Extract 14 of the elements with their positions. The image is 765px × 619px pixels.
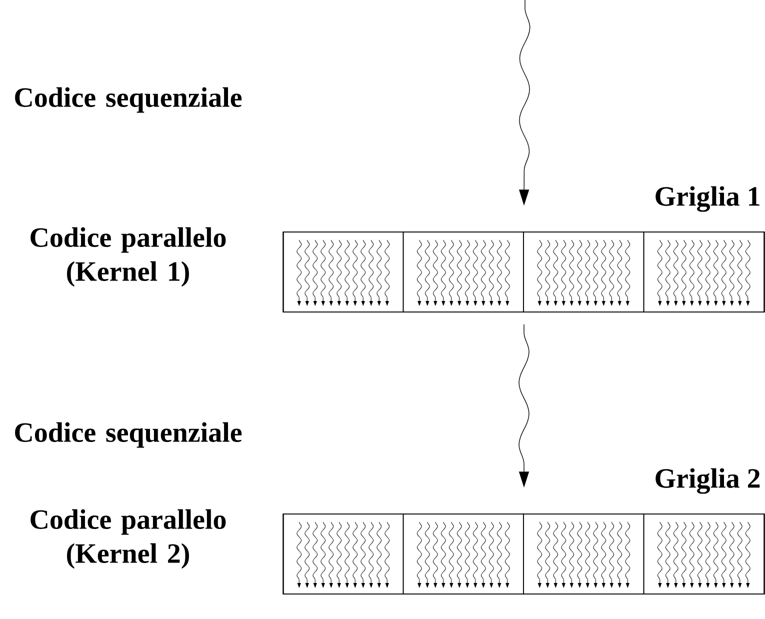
grid-block [643,514,764,594]
label-text: Codice sequenziale [15,87,242,113]
label-text: Codice sequenziale [15,422,242,448]
grid-block [282,232,404,312]
node-label: Griglia 2 [656,468,760,494]
label-text: Codice parallelo (Kernel 1) [30,227,226,287]
label-text: Codice parallelo (Kernel 2) [30,509,226,569]
grid-block [523,514,644,594]
grid-block [523,232,644,312]
grid-block [282,514,404,594]
grid-block [643,232,764,312]
node-label: Griglia 1 [656,186,760,212]
grid-block [402,514,524,594]
grid-block [402,232,524,312]
